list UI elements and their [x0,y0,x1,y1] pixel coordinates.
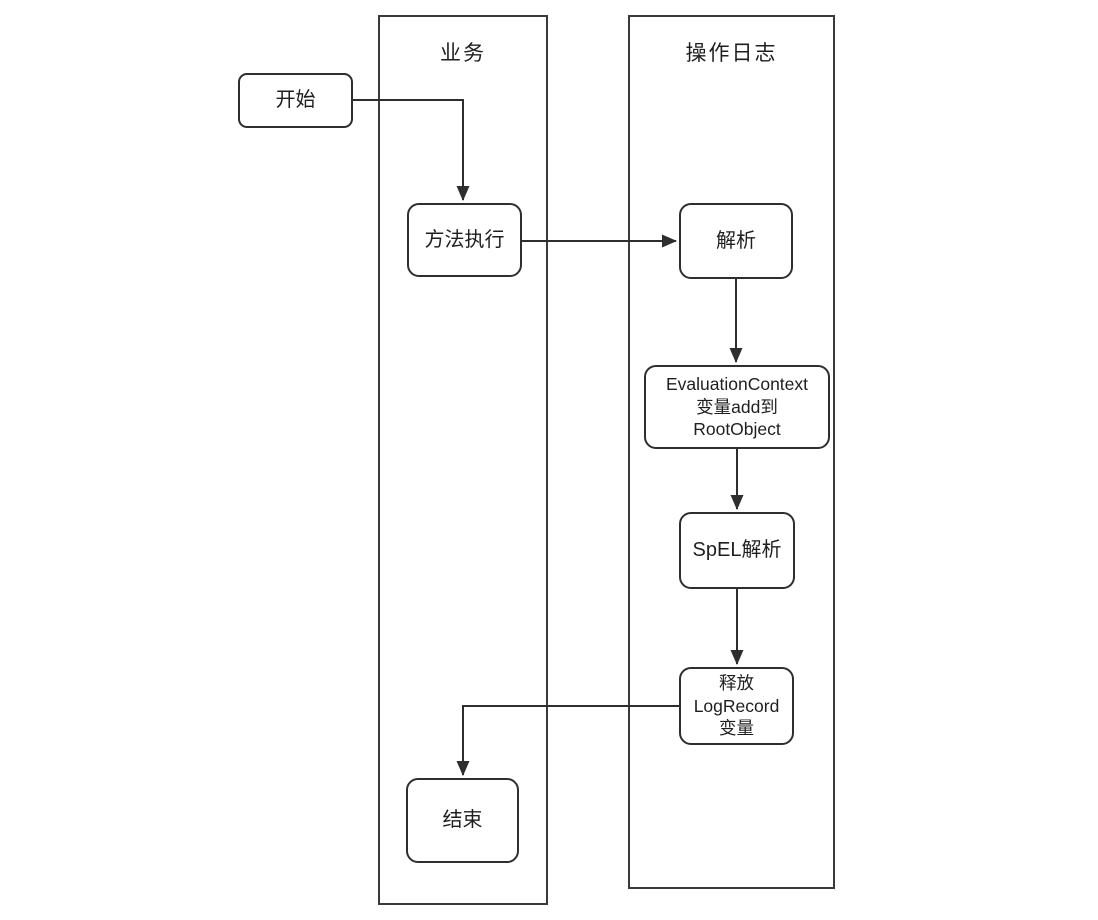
node-end-label: 结束 [442,809,483,831]
node-release-logrecord-label: 释放 LogRecord 变量 [693,672,780,739]
edge-start-to-method-exec [353,99,470,201]
node-eval-context-label: EvaluationContext 变量add到 RootObject [665,373,809,440]
node-method-exec: 方法执行 [407,203,522,277]
swimlane-operation-log: 操作日志 [628,15,835,889]
node-end: 结束 [406,778,519,863]
swimlane-operation-log-title: 操作日志 [685,42,778,65]
node-start-label: 开始 [275,89,316,111]
node-release-logrecord: 释放 LogRecord 变量 [679,667,794,745]
node-parse-label: 解析 [716,229,756,252]
node-start: 开始 [238,73,353,128]
node-method-exec-label: 方法执行 [424,228,505,251]
node-eval-context: EvaluationContext 变量add到 RootObject [644,365,830,449]
node-spel-parse-label: SpEL解析 [692,539,782,561]
node-spel-parse: SpEL解析 [679,512,795,589]
node-parse: 解析 [679,203,793,279]
swimlane-business-title: 业务 [440,42,486,65]
swimlane-business: 业务 [378,15,548,905]
edge-release-logrecord-to-end [456,705,679,776]
